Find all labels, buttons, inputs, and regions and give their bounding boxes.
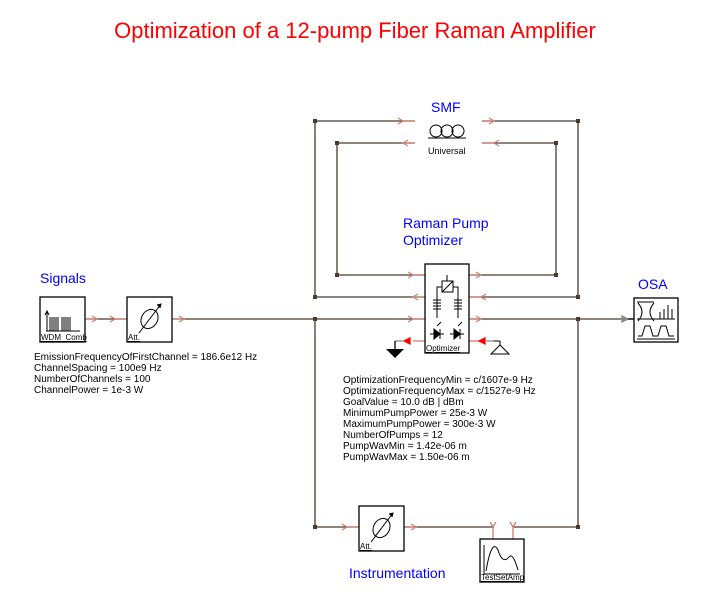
optimizer-param: MaximumPumpPower = 300e-3 W [343,419,496,430]
wire-inner-loop-left[interactable] [336,142,425,276]
optimizer-param: OptimizationFrequencyMax = c/1527e-9 Hz [343,386,536,397]
signal-param: ChannelPower = 1e-3 W [34,385,144,396]
attenuator-icon [138,303,162,334]
wire-inner-loop-right[interactable] [469,142,557,276]
optimizer-control-ports [395,336,494,346]
label-signals: Signals [40,270,86,286]
test-set-amp-caption: TestSetAmp [481,573,525,582]
junctions [313,119,580,529]
optical-spectrum-analyzer-icon [637,301,675,340]
test-set-amp-component[interactable]: TestSetAmp [479,538,525,583]
wdm-comb-component[interactable]: WDM_Comb [39,296,87,343]
wire-outer-loop-left[interactable] [314,120,425,298]
optimizer-parameters: OptimizationFrequencyMin = c/1607e-9 Hz … [343,375,536,463]
optimizer-param: OptimizationFrequencyMin = c/1607e-9 Hz [343,375,533,386]
osa-component[interactable] [633,297,679,343]
wdm-comb-caption: WDM_Comb [41,333,87,342]
wdm-comb-icon [44,309,80,332]
raman-pump-optimizer-component[interactable]: Optimizer [424,263,470,354]
signal-param: EmissionFrequencyOfFirstChannel = 186.6e… [34,352,258,363]
label-raman-pump: Raman Pump [403,215,489,231]
optimizer-param: PumpWavMin = 1.42e-06 m [343,441,467,452]
optimizer-param: MinimumPumpPower = 25e-3 W [343,408,488,419]
attenuator-icon [370,512,394,543]
label-optimizer: Optimizer [403,232,463,248]
optimizer-caption: Optimizer [426,344,461,353]
fiber-coil-icon [428,124,466,139]
attenuator-instrumentation-component[interactable]: Att. [358,505,405,552]
terminator-icon[interactable] [489,340,511,355]
signal-param: ChannelSpacing = 100e9 Hz [34,363,162,374]
optimizer-param: GoalValue = 10.0 dB | dBm [343,397,464,408]
optimizer-param: NumberOfPumps = 12 [343,430,443,441]
attenuator-signal-caption: Att. [128,333,140,342]
optimizer-param: PumpWavMax = 1.50e-06 m [343,452,470,463]
test-set-amp-icon [483,545,520,575]
signal-parameters: EmissionFrequencyOfFirstChannel = 186.6e… [34,352,257,396]
label-instrumentation: Instrumentation [349,565,446,581]
ports [85,117,517,539]
attenuator-signal-component[interactable]: Att. [126,296,173,343]
diagram-title: Optimization of a 12-pump Fiber Raman Am… [114,18,596,43]
wire-outer-loop-right[interactable] [469,120,579,298]
label-smf: SMF [431,99,461,115]
signal-param: NumberOfChannels = 100 [34,374,151,385]
smf-component[interactable]: Universal [428,124,466,156]
attenuator-instrumentation-caption: Att. [360,542,372,551]
smf-caption: Universal [428,146,466,156]
raman-pump-optimizer-icon [430,275,464,341]
ground-icon[interactable] [386,341,404,358]
label-osa: OSA [638,276,668,292]
osa-input-port [621,314,634,324]
